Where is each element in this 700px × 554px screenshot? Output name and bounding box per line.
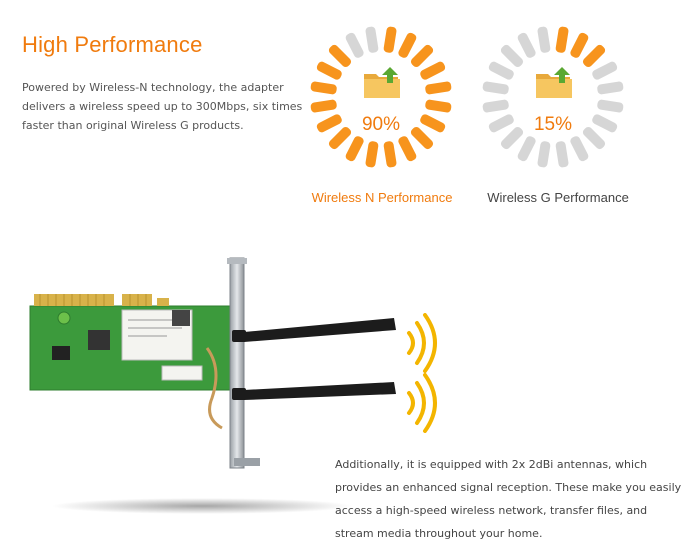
gauge-ring — [482, 26, 624, 168]
gauge-ring — [310, 26, 452, 168]
gauge-segment — [365, 141, 379, 168]
antenna-description: Additionally, it is equipped with 2x 2dB… — [335, 458, 682, 540]
wireless-signal-icon — [407, 313, 437, 373]
folder-with-upload-arrow-icon — [364, 67, 400, 98]
gauge-segment — [488, 61, 514, 80]
gauge-segment — [570, 32, 589, 58]
gauge-segment — [345, 32, 364, 58]
gauge-segment — [482, 81, 509, 95]
gauge-segment — [488, 114, 514, 133]
gauge-segment — [570, 136, 589, 162]
gauge-segment — [420, 61, 446, 80]
gauge-segment — [537, 141, 551, 168]
gauge-segment — [425, 99, 452, 113]
gauge-segment — [597, 99, 624, 113]
gauge-segment — [420, 114, 446, 133]
gauge-segment — [310, 81, 337, 95]
wireless-g-caption: Wireless G Performance — [487, 190, 629, 205]
gauge-segment — [482, 99, 509, 113]
wireless-n-gauge: 90% — [306, 22, 456, 172]
gauge-segment — [383, 141, 397, 168]
gauge-segment — [582, 126, 606, 150]
gauge-segment — [345, 136, 364, 162]
wireless-n-caption: Wireless N Performance — [311, 190, 453, 205]
gauge-segment — [398, 136, 417, 162]
gauge-segment — [316, 61, 342, 80]
gauge-segment — [410, 44, 434, 68]
gauge-segment — [410, 126, 434, 150]
gauge-segment — [328, 126, 352, 150]
gauge-segment — [383, 26, 397, 53]
intro-paragraph: Powered by Wireless-N technology, the ad… — [22, 81, 303, 132]
gauge-segment — [316, 114, 342, 133]
page-title: High Performance — [22, 32, 203, 57]
wireless-g-gauge: 15% — [478, 22, 628, 172]
gauge-percent: 90% — [361, 114, 401, 135]
gauge-segment — [592, 61, 618, 80]
gauge-segment — [582, 44, 606, 68]
gauge-segment — [555, 141, 569, 168]
gauge-segment — [592, 114, 618, 133]
gauge-segment — [537, 26, 551, 53]
gauge-segment — [500, 44, 524, 68]
gauge-segment — [425, 81, 452, 95]
gauge-segment — [500, 126, 524, 150]
pci-adapter-image — [29, 257, 396, 514]
gauge-segment — [517, 136, 536, 162]
wireless-signal-icon — [407, 373, 437, 433]
folder-with-upload-arrow-icon — [536, 67, 572, 98]
gauge-segment — [310, 99, 337, 113]
gauge-segment — [517, 32, 536, 58]
gauge-segment — [555, 26, 569, 53]
gauge-segment — [597, 81, 624, 95]
gauge-segment — [328, 44, 352, 68]
gauge-segment — [398, 32, 417, 58]
gauge-segment — [365, 26, 379, 53]
gauge-percent: 15% — [533, 114, 573, 135]
